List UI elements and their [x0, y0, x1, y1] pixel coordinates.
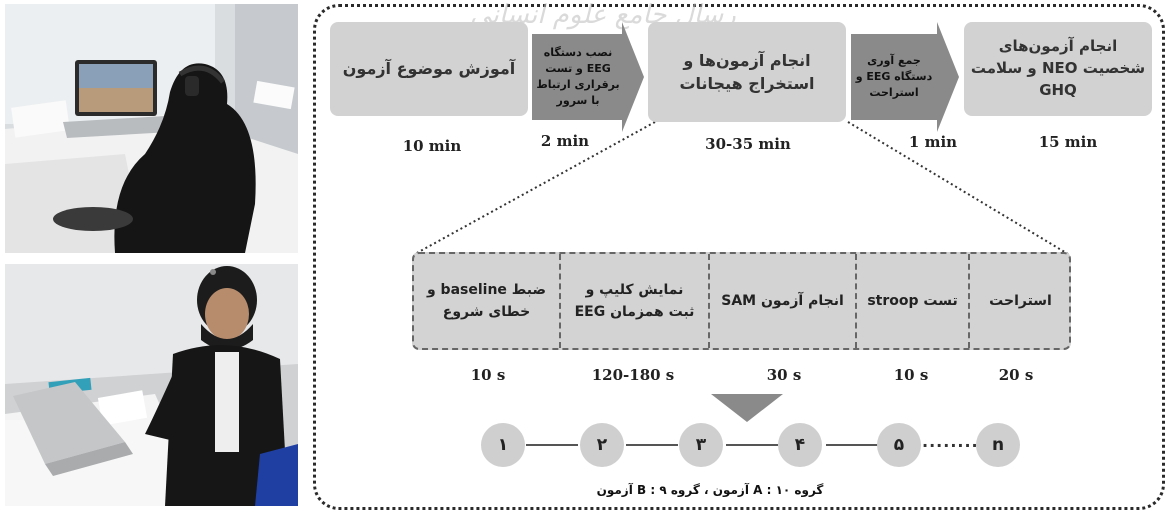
step-box-neo-ghq: انجام آزمون‌های شخصیت NEO و سلامت GHQ — [964, 22, 1152, 116]
time-install-eeg: 2 min — [540, 132, 590, 150]
trial-node-5: ۵ — [877, 423, 921, 467]
trial-node-4: ۴ — [778, 423, 822, 467]
sequence-ellipsis: ........ — [922, 432, 979, 451]
group-note: گروه A : ۱۰ آزمون ، گروه B : ۹ آزمون — [596, 483, 824, 497]
step-arrow-install-eeg-label: نصب دستگاه EEG و تست برقراری ارتباط با س… — [536, 46, 620, 107]
step-arrow-collect-eeg-label: جمع آوری دستگاه EEG و استراحت — [855, 54, 933, 99]
sequence-line-3 — [726, 444, 778, 446]
trial-node-n: n — [976, 423, 1020, 467]
sequence-line-2 — [626, 444, 678, 446]
substep-clip-eeg: نمایش کلیپ و ثبت همزمان EEG — [561, 254, 710, 348]
trial-node-3: ۳ — [679, 423, 723, 467]
substep-stroop: تست stroop — [857, 254, 970, 348]
substep-rest: استراحت — [989, 292, 1052, 309]
trial-node-2: ۲ — [580, 423, 624, 467]
step-arrow-install-eeg: نصب دستگاه EEG و تست برقراری ارتباط با س… — [532, 22, 644, 132]
trial-node-1: ۱ — [481, 423, 525, 467]
procedure-frame — [313, 4, 1165, 510]
step-arrow-collect-eeg: جمع آوری دستگاه EEG و استراحت — [851, 22, 959, 132]
trial-substeps-box: استراحت تست stroop انجام آزمون SAM نمایش… — [412, 252, 1071, 350]
substep-baseline: ضبط baseline و خطای شروع — [414, 254, 561, 348]
time-stroop: 10 s — [893, 366, 929, 384]
substep-sam: انجام آزمون SAM — [710, 254, 857, 348]
time-collect-eeg: 1 min — [908, 133, 958, 151]
time-clip-eeg: 120-180 s — [591, 366, 675, 384]
step-box-tests-emotions: انجام آزمون‌ها و استخراج هیجانات — [648, 22, 846, 122]
participant-male-photo — [5, 264, 298, 506]
step-box-training: آموزش موضوع آزمون — [330, 22, 528, 116]
time-sam: 30 s — [766, 366, 802, 384]
time-baseline: 10 s — [470, 366, 506, 384]
time-neo-ghq: 15 min — [1038, 133, 1098, 151]
sequence-line-1 — [526, 444, 578, 446]
participant-female-photo — [5, 4, 298, 253]
time-training: 10 min — [402, 137, 462, 155]
down-arrow-icon — [711, 394, 783, 422]
time-rest: 20 s — [998, 366, 1034, 384]
sequence-line-4 — [826, 444, 878, 446]
time-tests-emotions: 30-35 min — [705, 135, 791, 153]
